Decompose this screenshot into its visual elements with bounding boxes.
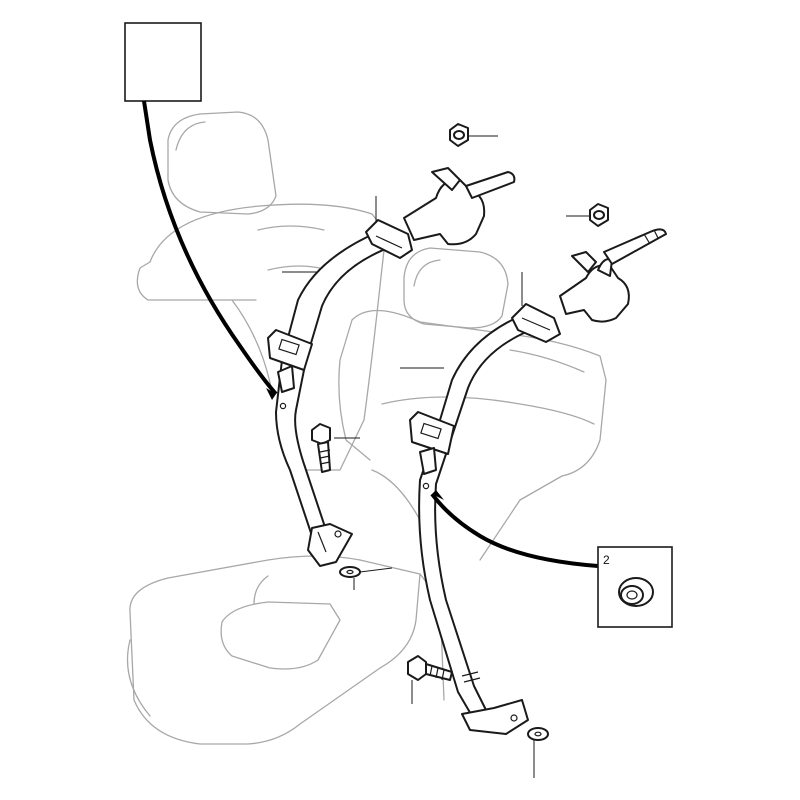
callout-1-arrowhead [266, 388, 276, 400]
callout-box-1 [124, 22, 202, 102]
right-anchor-washer [527, 727, 549, 778]
callout-2-arrowhead [432, 490, 444, 500]
right-belt-assembly [400, 203, 667, 778]
left-retractor-shaft [465, 171, 516, 199]
callout-1 [124, 22, 278, 400]
right-headrest [403, 247, 509, 329]
left-top-nut [449, 123, 498, 147]
left-height-adjuster [267, 329, 313, 371]
right-lower-anchor [461, 699, 529, 735]
callout-2: 2 [430, 490, 673, 628]
rear-seat-outline [126, 111, 607, 745]
left-backrest [149, 203, 387, 471]
right-retractor-shaft [603, 228, 667, 265]
left-belt-assembly [267, 123, 516, 590]
left-belt-webbing [275, 231, 389, 549]
seat-cushion [129, 555, 421, 745]
callout-box-2-label: 2 [603, 553, 610, 567]
left-headrest [167, 111, 277, 215]
callout-2-leader [430, 492, 599, 568]
left-anchor-washer [339, 566, 393, 590]
right-height-adjuster [409, 411, 455, 455]
left-webbing-guide [365, 219, 413, 259]
grommet-icon [618, 577, 654, 607]
callout-1-leader [142, 100, 278, 396]
right-retractor [559, 264, 630, 323]
right-anchor-bolt [407, 655, 453, 704]
right-belt-webbing [418, 317, 527, 717]
right-backrest [351, 309, 607, 561]
left-lower-anchor [307, 523, 353, 567]
left-anchor-bolt [311, 423, 360, 473]
right-top-nut [566, 203, 609, 227]
right-webbing-guide [511, 303, 561, 343]
